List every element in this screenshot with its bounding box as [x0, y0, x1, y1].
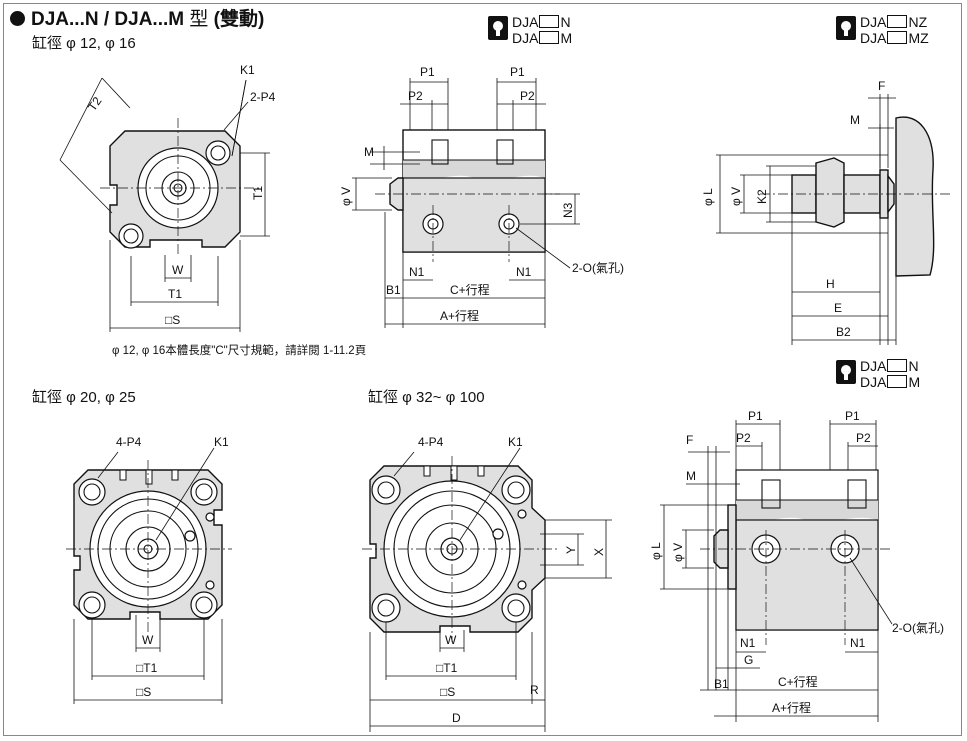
cad-disk-icon[interactable] — [488, 16, 508, 40]
bore-label-20-25: 缸徑 φ 20, φ 25 — [32, 389, 136, 406]
dim-4-p4-a: 4-P4 — [116, 435, 142, 449]
side-view-12-16: P1 P2 P1 P2 M φ V N3 N1 N1 B1 C+行程 A+行程 … — [339, 65, 624, 328]
dim-p2-right: P2 — [520, 89, 535, 103]
bullet-icon — [10, 11, 25, 26]
side-view-20-plus: P1 P2 P1 P2 F M φ L φ V N1 N1 G B1 — [649, 409, 944, 722]
dim-w: W — [172, 263, 184, 277]
dim-b2: B2 — [836, 325, 851, 339]
dim-t2: T2 — [85, 94, 105, 114]
dim-x: X — [592, 548, 606, 556]
dim-p2-a: P2 — [736, 431, 751, 445]
dim-n1-left: N1 — [409, 265, 425, 279]
dim-n1-right: N1 — [516, 265, 532, 279]
dim-m-rod: M — [850, 113, 860, 127]
dim-s-a: □S — [136, 685, 151, 699]
dim-r: R — [530, 683, 539, 697]
dim-t1-vert: T1 — [251, 186, 265, 200]
length-note: φ 12, φ 16本體長度"C"尺寸規範，請詳閱 1-11.2頁 — [112, 345, 367, 357]
dim-2-p4: 2-P4 — [250, 90, 276, 104]
bore-label-32-100: 缸徑 φ 32~ φ 100 — [368, 389, 485, 406]
dim-s-b: □S — [440, 685, 455, 699]
dim-l: φ L — [701, 188, 715, 206]
dim-f-top: F — [878, 79, 885, 93]
dim-a-stroke: A+行程 — [440, 308, 479, 323]
dim-4-p4-b: 4-P4 — [418, 435, 444, 449]
dim-k1-a: K1 — [214, 435, 229, 449]
dim-m: M — [364, 145, 374, 159]
dim-a-side: A+行程 — [772, 700, 811, 715]
dim-p1-right: P1 — [510, 65, 525, 79]
dim-w-b: W — [445, 633, 457, 647]
cad-disk-icon[interactable] — [836, 16, 856, 40]
dim-y: Y — [564, 546, 578, 554]
dim-k1-b: K1 — [508, 435, 523, 449]
dim-v-rod: φ V — [729, 187, 743, 206]
title-model: DJA...N / DJA...M — [31, 9, 185, 30]
dim-b1: B1 — [386, 283, 401, 297]
dim-e: E — [834, 301, 842, 315]
drawing-frame — [3, 3, 962, 736]
dim-m-side: M — [686, 469, 696, 483]
rod-end-view: F M φ L φ V K2 H E B2 — [701, 79, 950, 345]
dim-l-side: φ L — [649, 542, 663, 560]
dim-t1-sq-a: □T1 — [136, 661, 158, 675]
dim-t1: T1 — [168, 287, 182, 301]
cad-disk-icon[interactable] — [836, 360, 856, 384]
dim-h: H — [826, 277, 835, 291]
dim-v: φ V — [339, 187, 353, 206]
dim-p1-b: P1 — [845, 409, 860, 423]
title-suffix: (雙動) — [213, 9, 265, 30]
dim-w-a: W — [142, 633, 154, 647]
dim-n1-a: N1 — [740, 636, 756, 650]
front-view-32-100: 4-P4 K1 X Y W □T1 □S R D — [362, 435, 612, 732]
bore-label-12-16: 缸徑 φ 12, φ 16 — [32, 35, 136, 52]
dim-c-side: C+行程 — [778, 674, 818, 689]
dim-t1-sq-b: □T1 — [436, 661, 458, 675]
dim-s: □S — [165, 313, 180, 327]
dim-2-o-port-side: 2-O(氣孔) — [892, 621, 944, 635]
dim-p2-b: P2 — [856, 431, 871, 445]
dim-p1-a: P1 — [748, 409, 763, 423]
dim-2-o-port: 2-O(氣孔) — [572, 261, 624, 275]
dim-c-stroke: C+行程 — [450, 282, 490, 297]
front-view-20-25: 4-P4 K1 W □T1 □S — [66, 435, 232, 704]
dim-n1-b: N1 — [850, 636, 866, 650]
dim-f-side: F — [686, 433, 693, 447]
dim-p1-left: P1 — [420, 65, 435, 79]
dim-k2: K2 — [755, 189, 769, 204]
dim-d: D — [452, 711, 461, 725]
dim-p2-left: P2 — [408, 89, 423, 103]
title-type: 型 — [189, 9, 209, 30]
dim-b1-side: B1 — [714, 677, 729, 691]
dim-g: G — [744, 653, 753, 667]
front-view-12-16: T2 K1 2-P4 T1 W T1 □S — [59, 63, 276, 332]
dim-n3: N3 — [561, 202, 575, 218]
dim-k1: K1 — [240, 63, 255, 77]
page-title: DJA...N / DJA...M 型 (雙動) — [10, 10, 264, 29]
dim-v-side: φ V — [671, 543, 685, 562]
